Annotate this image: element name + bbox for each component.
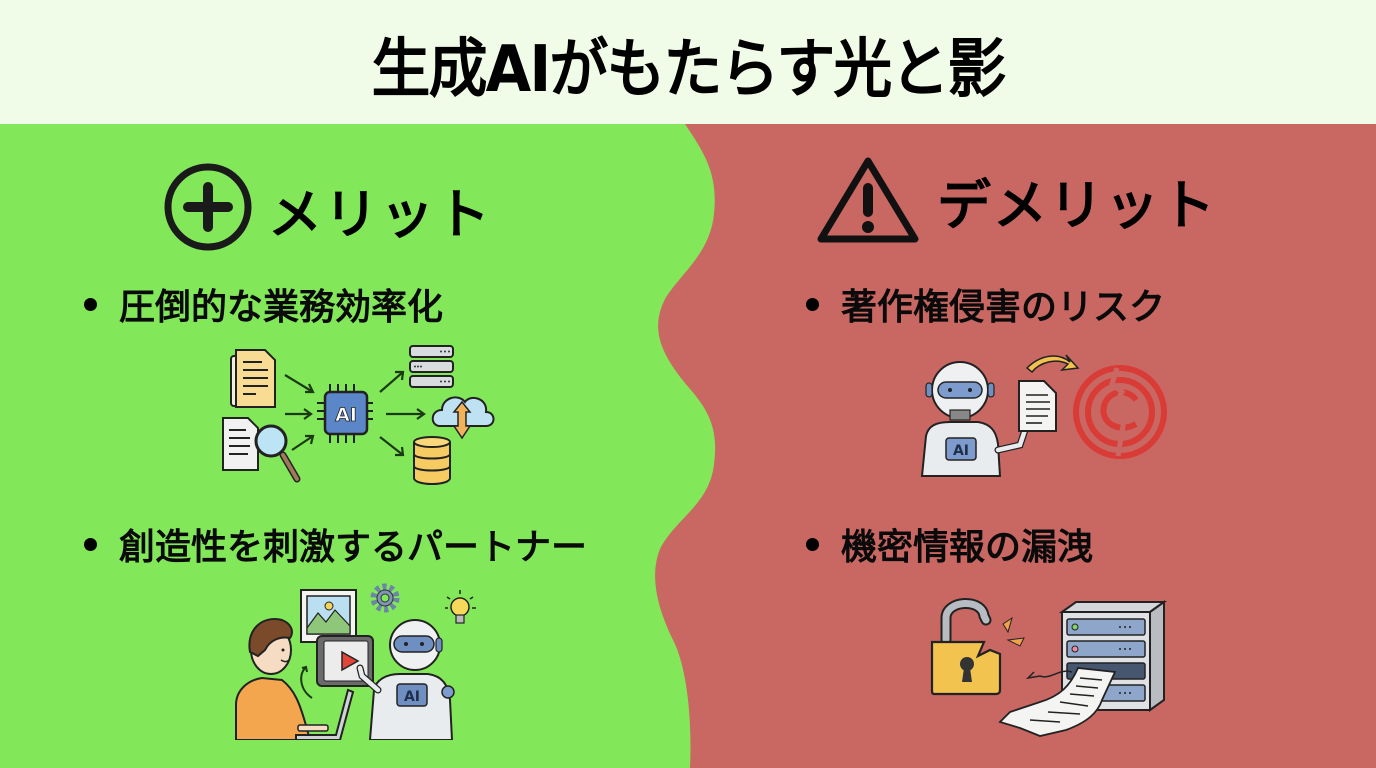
merit-item-1: 圧倒的な業務効率化 xyxy=(84,278,443,330)
cloud-sync-icon xyxy=(431,396,495,440)
robot-icon: AI xyxy=(356,619,455,740)
curved-arrow-icon xyxy=(1025,354,1080,374)
creative-partner-illustration: AI xyxy=(235,583,476,740)
document-icon xyxy=(1018,380,1057,432)
merit-heading: メリット xyxy=(162,163,492,255)
person-icon xyxy=(235,618,329,740)
curved-arrow-icon xyxy=(300,665,313,699)
bullet-dot xyxy=(84,537,97,551)
demerit-item-2-label: 機密情報の漏洩 xyxy=(841,527,1094,568)
picture-frame-icon xyxy=(300,589,357,643)
header-banner: 生成AIがもたらす光と影 xyxy=(0,0,1376,124)
demerit-item-1: 著作権侵害のリスク xyxy=(806,278,1165,330)
document-icon xyxy=(230,349,276,408)
demerit-heading-text: デメリット xyxy=(937,173,1217,237)
broken-copyright-icon xyxy=(1073,365,1167,459)
svg-text:AI: AI xyxy=(953,443,969,459)
leaking-document-icon xyxy=(998,667,1117,737)
svg-text:AI: AI xyxy=(335,404,357,426)
demerit-heading: デメリット xyxy=(815,155,1217,245)
server-rack-icon xyxy=(409,345,454,388)
bullet-dot xyxy=(806,537,819,551)
copyright-risk-illustration: AI xyxy=(920,354,1167,477)
demerit-item-1-label: 著作権侵害のリスク xyxy=(841,287,1166,328)
bullet-dot xyxy=(84,297,97,311)
warning-triangle-icon xyxy=(817,157,919,243)
light-bulb-icon xyxy=(445,590,476,624)
merit-item-2-label: 創造性を刺激するパートナー xyxy=(119,527,588,568)
search-document-icon xyxy=(222,417,301,483)
ai-chip-icon: AI xyxy=(317,384,373,443)
svg-text:AI: AI xyxy=(404,689,420,705)
gear-icon xyxy=(370,583,400,613)
demerit-item-2: 機密情報の漏洩 xyxy=(806,518,1093,570)
output-arrows xyxy=(379,370,426,457)
efficiency-illustration: AI xyxy=(222,345,495,485)
plus-circle-icon xyxy=(164,163,252,251)
robot-icon: AI xyxy=(920,361,1029,477)
bullet-dot xyxy=(806,297,819,311)
database-icon xyxy=(413,436,451,485)
broken-padlock-icon xyxy=(930,598,1025,696)
laptop-icon xyxy=(295,688,355,740)
page-title: 生成AIがもたらす光と影 xyxy=(371,33,1006,107)
merit-heading-text: メリット xyxy=(268,182,492,246)
merit-item-2: 創造性を刺激するパートナー xyxy=(84,518,587,570)
data-leak-illustration xyxy=(930,598,1168,737)
input-arrows xyxy=(284,374,315,451)
merit-item-1-label: 圧倒的な業務効率化 xyxy=(119,287,444,328)
